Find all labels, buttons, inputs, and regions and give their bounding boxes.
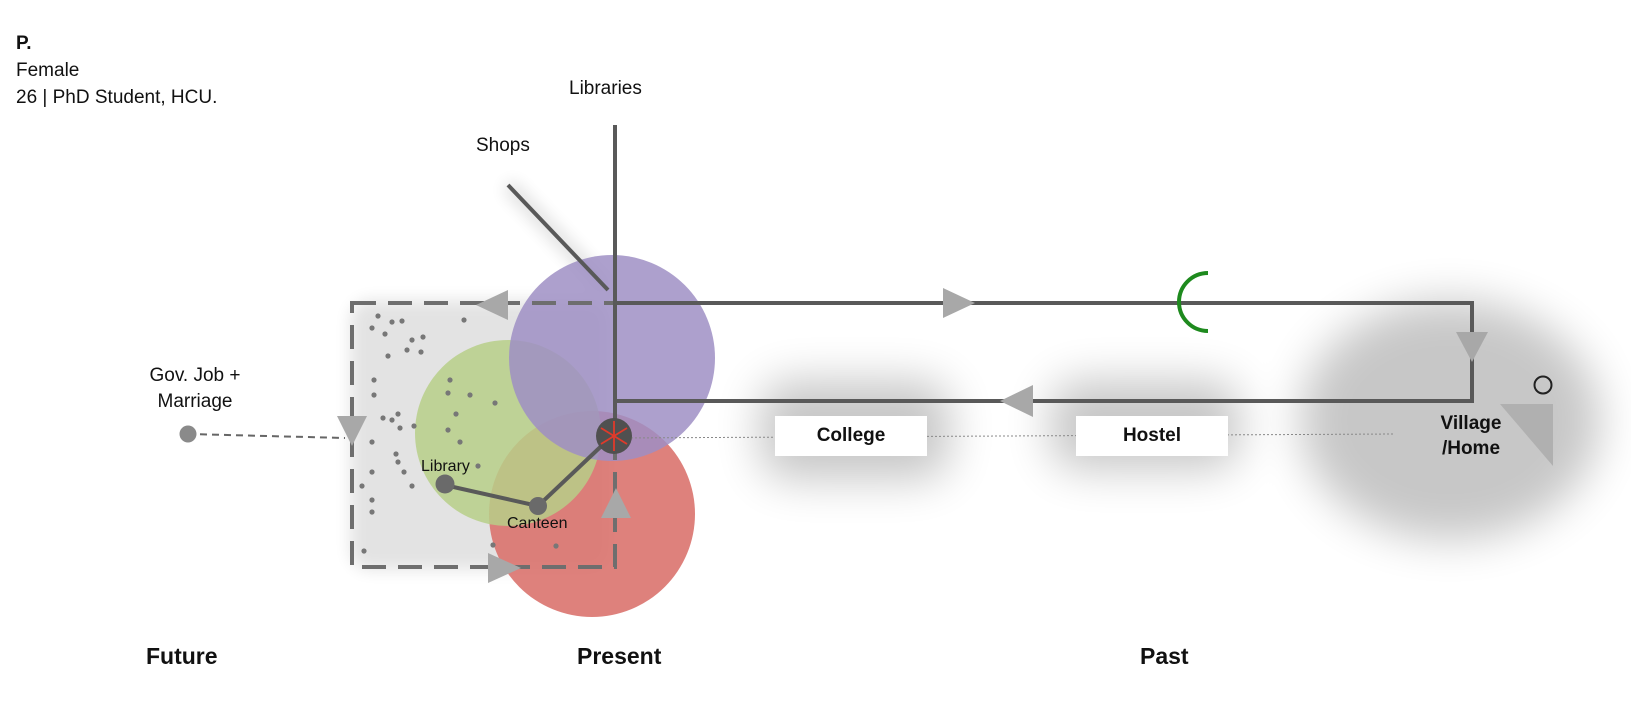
timeline-past: Past: [1140, 643, 1189, 669]
scatter-dot: [361, 548, 367, 554]
arrow-up-center: [601, 488, 631, 518]
village-line2: /Home: [1441, 438, 1501, 459]
scatter-dot: [453, 411, 459, 417]
participant-gender: Female: [16, 60, 80, 81]
scatter-dot: [397, 425, 403, 431]
arrow-down-left: [337, 416, 367, 446]
scatter-dot: [389, 417, 395, 423]
arrow-down-right: [1456, 332, 1488, 362]
scatter-dots: [359, 313, 559, 554]
scatter-dot: [553, 543, 559, 549]
scatter-dot: [475, 463, 481, 469]
arrow-right-bottom: [488, 553, 521, 583]
scatter-dot: [369, 469, 375, 475]
future-goal-label: Gov. Job + Marriage: [128, 363, 262, 415]
scatter-dot: [389, 319, 395, 325]
scatter-dot: [395, 459, 401, 465]
scatter-dot: [369, 325, 375, 331]
village-line1: Village: [1440, 413, 1502, 434]
scatter-dot: [371, 377, 377, 383]
village-corner-triangle: [1500, 404, 1553, 466]
red-star-stroke: [600, 427, 628, 445]
scatter-dot: [420, 334, 426, 340]
scatter-dot: [385, 353, 391, 359]
canteen-node: [529, 497, 547, 515]
future-goal-line1: Gov. Job +: [149, 365, 241, 386]
scatter-dot: [369, 497, 375, 503]
scatter-dot: [395, 411, 401, 417]
college-box: College: [775, 416, 927, 456]
scatter-dot: [445, 390, 451, 396]
library-node: [435, 474, 455, 494]
small-circle-icon: [1533, 375, 1553, 395]
scatter-dot: [409, 337, 415, 343]
future-node: [179, 425, 197, 443]
direction-arrows: [337, 288, 1488, 583]
library-label: Library: [421, 458, 470, 475]
timeline-future: Future: [146, 643, 218, 669]
arrow-left-top: [476, 290, 508, 320]
scatter-dot: [393, 451, 399, 457]
scatter-dot: [411, 423, 417, 429]
arrow-right-top: [943, 288, 975, 318]
canteen-label: Canteen: [507, 515, 568, 532]
scatter-dot: [418, 349, 424, 355]
future-dashed-link: [187, 433, 346, 439]
scatter-dot: [371, 392, 377, 398]
future-goal-line2: Marriage: [157, 391, 233, 412]
scatter-dot: [447, 377, 453, 383]
scatter-dot: [369, 509, 375, 515]
shops-line: [506, 183, 610, 292]
scatter-dot: [401, 469, 407, 475]
scatter-dot: [457, 439, 463, 445]
profile-info: P. Female 26 | PhD Student, HCU.: [16, 30, 217, 111]
scatter-dot: [369, 439, 375, 445]
scatter-dot: [490, 542, 496, 548]
participant-id: P.: [16, 33, 32, 54]
shops-label: Shops: [476, 135, 530, 156]
hostel-box: Hostel: [1076, 416, 1228, 456]
library-canteen-link: [439, 482, 539, 508]
scatter-dot: [359, 483, 365, 489]
green-arc-icon: [1177, 271, 1209, 333]
scatter-dot: [382, 331, 388, 337]
scatter-dot: [380, 415, 386, 421]
participant-details: 26 | PhD Student, HCU.: [16, 87, 218, 108]
purple-circle: [509, 255, 715, 461]
scatter-dot: [375, 313, 381, 319]
timeline-dotted-line: [614, 433, 1396, 439]
scatter-dot: [404, 347, 410, 353]
scatter-dot: [409, 483, 415, 489]
red-star-icon: [600, 421, 628, 451]
village-home-box: Village /Home: [1390, 404, 1552, 468]
scatter-dot: [399, 318, 405, 324]
arrow-left-bottom: [1000, 385, 1033, 417]
timeline-present: Present: [577, 643, 662, 669]
libraries-label: Libraries: [569, 78, 642, 99]
canteen-present-link: [536, 434, 614, 508]
scatter-dot: [445, 427, 451, 433]
scatter-dot: [467, 392, 473, 398]
scatter-dot: [492, 400, 498, 406]
village-shadow: [1300, 300, 1600, 540]
scatter-dot: [461, 317, 467, 323]
